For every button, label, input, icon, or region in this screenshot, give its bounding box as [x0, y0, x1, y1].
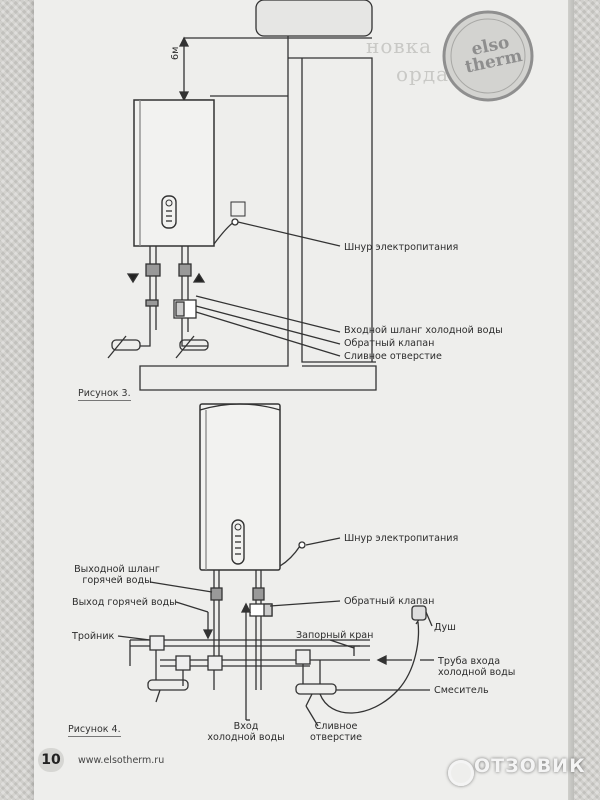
fig4-drain-line2: отверстие	[309, 732, 363, 743]
fig4-cold-pipe-line1: Труба входа	[438, 656, 501, 667]
shower-head-fig3	[255, 0, 373, 37]
fig4-shutoff-label: Запорный кран	[296, 630, 374, 641]
fig4-shower-label: Душ	[434, 622, 456, 633]
faded-heading-line2: орда	[396, 62, 450, 86]
fig4-cold-in-label: Вход холодной воды	[198, 721, 294, 743]
faded-heading-line1: новка	[366, 34, 433, 58]
figure3-caption: Рисунок 3.	[78, 388, 131, 401]
watermark-text: ОТЗОВИК	[474, 755, 586, 777]
fig4-hot-outlet-label: Выход горячей воды	[72, 597, 177, 608]
website-url: www.elsotherm.ru	[78, 755, 165, 766]
fig4-hot-hose-label: Выходной шланг горячей воды	[72, 564, 162, 586]
fig4-hot-hose-line1: Выходной шланг	[74, 564, 160, 575]
fig3-drain-label: Сливное отверстие	[344, 351, 442, 362]
fig4-power-cord-label: Шнур электропитания	[344, 533, 459, 544]
page-number: 10	[38, 748, 64, 772]
fig4-cold-in-line2: холодной воды	[207, 732, 285, 743]
fig4-cold-pipe-label: Труба входа холодной воды	[438, 656, 515, 678]
fig4-cold-in-line1: Вход	[233, 721, 259, 732]
fig4-cold-pipe-line2: холодной воды	[438, 667, 516, 678]
fig4-hot-hose-line2: горячей воды	[82, 575, 152, 586]
water-heater-fig3	[133, 99, 215, 247]
fig3-check-valve-label: Обратный клапан	[344, 338, 435, 349]
watermark-logo-icon	[448, 760, 474, 786]
fig3-inlet-hose-label: Входной шланг холодной воды	[344, 325, 503, 336]
water-heater-fig4	[199, 403, 281, 571]
fig4-mixer-label: Смеситель	[434, 685, 489, 696]
fig3-power-cord-label: Шнур электропитания	[344, 242, 459, 253]
fig4-tee-label: Тройник	[72, 631, 115, 642]
fig4-check-valve-label: Обратный клапан	[344, 596, 435, 607]
fig4-drain-line1: Сливное	[314, 721, 358, 732]
fig4-drain-label: Сливное отверстие	[296, 721, 376, 743]
figure4-caption: Рисунок 4.	[68, 724, 121, 737]
